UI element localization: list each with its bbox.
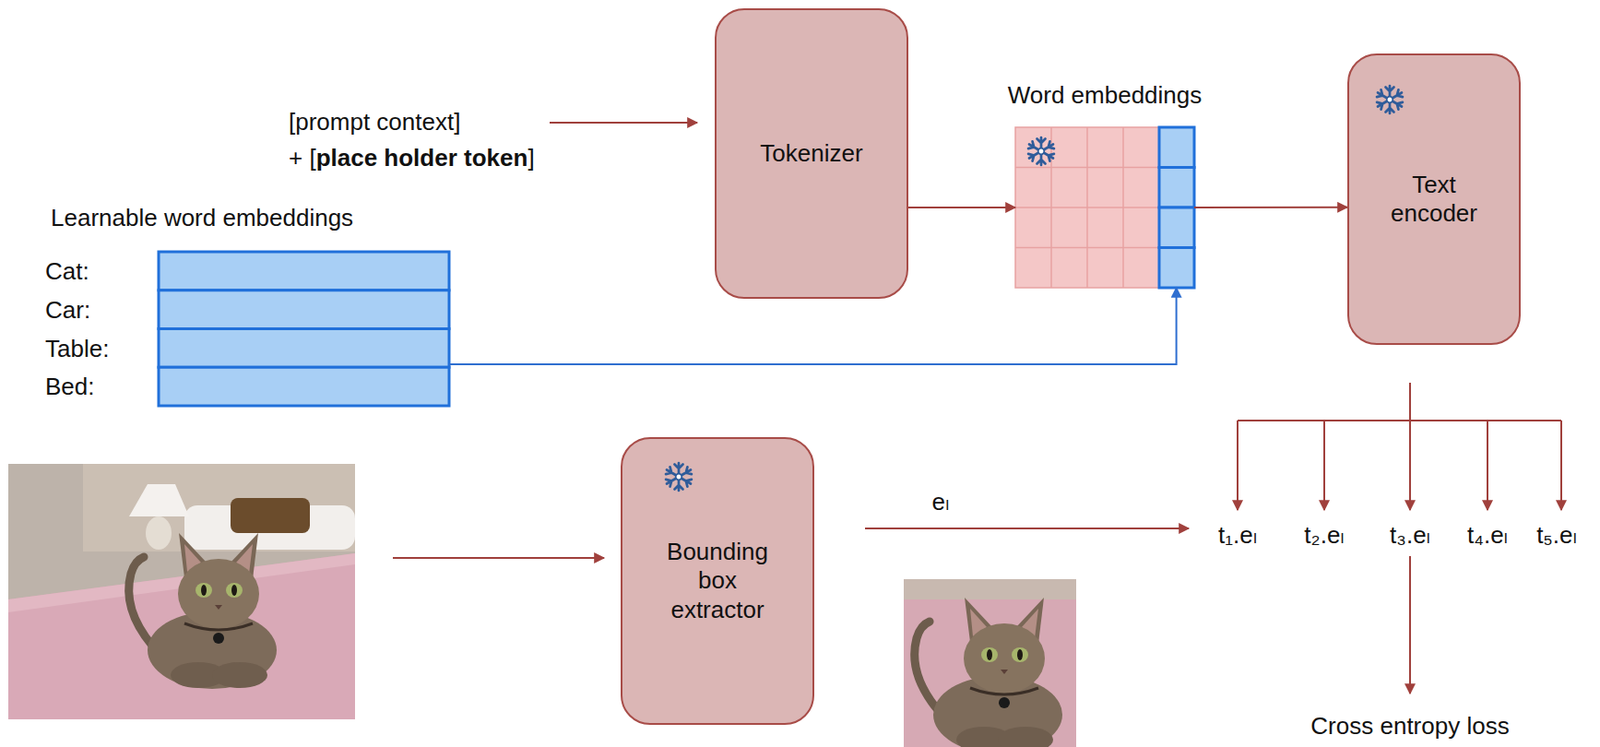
embedding-table: Learnable word embeddingsCat:Car:Table:B… — [158, 251, 450, 406]
learnable-rows — [158, 251, 450, 406]
prompt-text: ] — [527, 143, 534, 173]
similarity-score: t₁.eₗ — [1218, 521, 1257, 550]
table-heading: Learnable word embeddings — [50, 203, 354, 233]
label-row: + [place holder token] — [288, 143, 535, 173]
prompt-text: + [ — [288, 143, 317, 173]
flow-connector — [1194, 206, 1348, 209]
matrix-heading: Word embeddings — [1007, 81, 1203, 110]
box-label: Tokenizer — [759, 139, 863, 168]
box-label: Text encoder — [1378, 170, 1490, 228]
similarity-score: t₄.eₗ — [1467, 521, 1508, 550]
similarity-score: t₂.eₗ — [1303, 521, 1344, 550]
freeze-icon — [662, 460, 696, 494]
similarity-score: t₃.eₗ — [1389, 521, 1431, 550]
input-photo — [8, 463, 356, 720]
embedding-grid — [1015, 127, 1195, 288]
process-box: Text encoder — [1347, 53, 1521, 345]
row-label: Table: — [45, 334, 109, 364]
placeholder-token: place holder token — [316, 143, 529, 173]
process-box: Bounding box extractor — [620, 437, 815, 725]
flow-connector — [908, 206, 1016, 209]
process-box: Tokenizer — [714, 8, 909, 299]
embedding-matrix: Word embeddings — [1015, 127, 1195, 288]
cropped-photo — [903, 579, 1077, 747]
box-label: Bounding box extractor — [657, 537, 778, 625]
row-label: Car: — [45, 296, 91, 325]
embedding-symbol: eₗ — [932, 487, 950, 517]
prompt-text: [prompt context] — [288, 107, 461, 137]
flow-connector — [449, 287, 1177, 365]
freeze-icon — [1373, 82, 1407, 117]
row-label: Cat: — [45, 257, 90, 286]
row-label: Bed: — [45, 372, 95, 402]
similarity-score: t₅.eₗ — [1536, 521, 1577, 550]
loss-label: Cross entropy loss — [1310, 711, 1509, 741]
